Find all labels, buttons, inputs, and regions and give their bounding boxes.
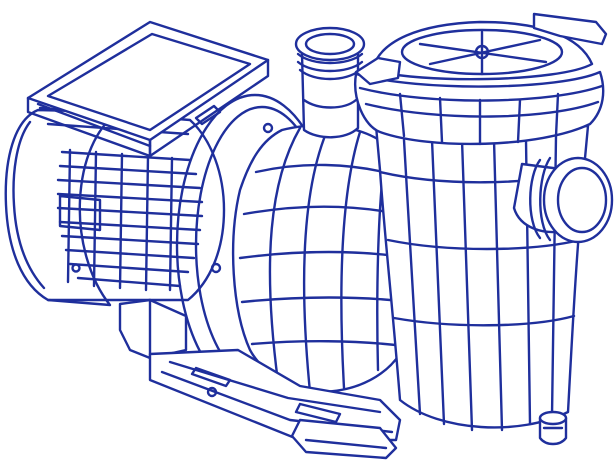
terminal-box bbox=[26, 20, 270, 158]
motor-foot bbox=[118, 298, 188, 360]
outlet-pipe-bore bbox=[304, 32, 356, 56]
drain-plug bbox=[538, 410, 568, 446]
lid-center-hub bbox=[474, 44, 490, 60]
flange-bolt-icon bbox=[210, 262, 222, 274]
inlet-port bbox=[512, 156, 614, 244]
motor-end-cap bbox=[4, 108, 120, 307]
fin-cover-plate bbox=[58, 194, 102, 232]
flange-bolt-icon bbox=[262, 122, 274, 134]
front-foot bbox=[290, 418, 398, 460]
motor-bolt-icon bbox=[71, 263, 81, 273]
lid-handle-left bbox=[354, 56, 402, 86]
pump-base bbox=[118, 298, 402, 460]
outlet-pipe-body bbox=[300, 50, 360, 139]
pump-volute bbox=[231, 122, 416, 394]
inlet-port-bore bbox=[556, 166, 608, 234]
terminal-box-lid-inner bbox=[46, 32, 252, 132]
base-screw-icon bbox=[206, 386, 218, 398]
motor-end-cap-rim bbox=[12, 120, 46, 290]
terminal-box-side bbox=[148, 58, 270, 158]
motor-cooling-fins bbox=[56, 148, 204, 292]
inlet-port-mouth bbox=[542, 156, 614, 244]
motor-housing bbox=[4, 106, 226, 307]
lid-handle-right bbox=[532, 12, 608, 46]
motor-body bbox=[38, 106, 226, 302]
outlet-pipe bbox=[294, 26, 366, 139]
